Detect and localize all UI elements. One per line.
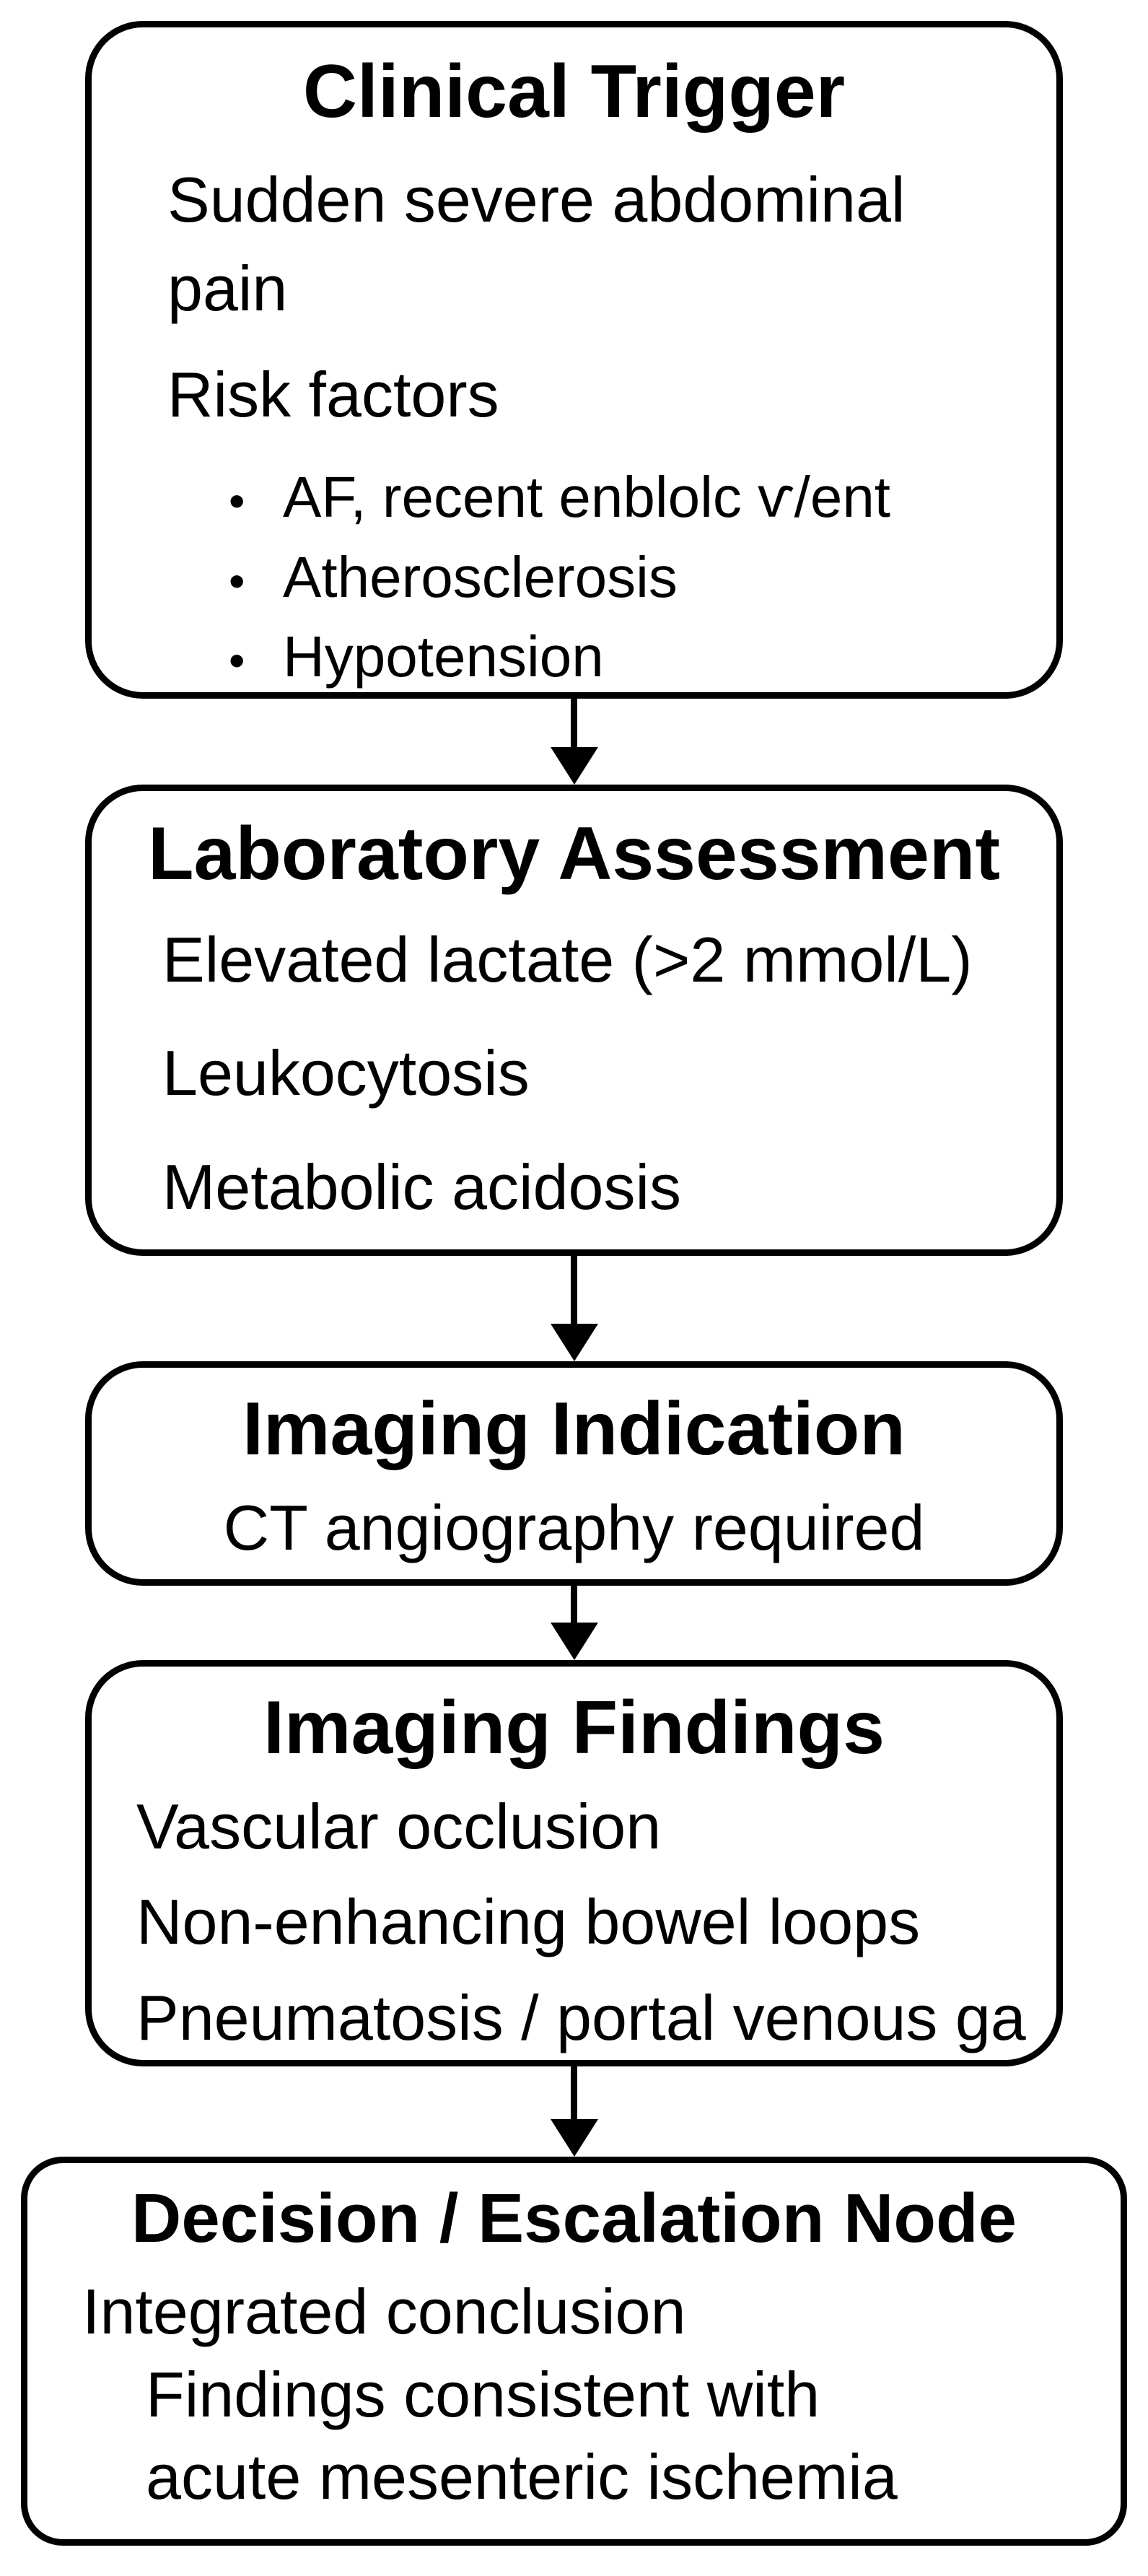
bullet-icon: • — [229, 554, 245, 607]
node-line: Integrated conclusion — [82, 2276, 686, 2348]
arrow-shaft — [571, 1256, 577, 1324]
connector-arrow-down — [545, 699, 603, 785]
node-title: Decision / Escalation Node — [131, 2180, 1017, 2257]
bullet-text: Atherosclerosis — [283, 544, 678, 609]
node-decision-escalation: Decision / Escalation Node Integrated co… — [21, 2157, 1127, 2546]
arrow-head-icon — [550, 2119, 598, 2157]
arrow-head-icon — [550, 1623, 598, 1660]
node-clinical-trigger: Clinical Trigger Sudden severe abdominal… — [85, 21, 1063, 699]
bullet-text: Hypotension — [283, 624, 604, 689]
node-line-indented: Findings consistent with — [146, 2358, 820, 2430]
risk-factor-list: • AF, recent enblolc ѵ/ent • Atheroscler… — [229, 458, 1027, 692]
bullet-text: AF, recent enblolc ѵ/ent — [283, 465, 891, 530]
node-line: Risk factors — [167, 359, 499, 431]
connector-arrow-down — [545, 1256, 603, 1361]
node-line-indented: acute mesenteric ischemia — [146, 2441, 898, 2513]
node-imaging-indication: Imaging Indication CT angiography requir… — [85, 1361, 1063, 1586]
list-item: • AF, recent enblolc ѵ/ent — [229, 458, 1027, 537]
node-line: Vascular occlusion — [136, 1790, 662, 1862]
bullet-icon: • — [229, 634, 245, 687]
connector-arrow-down — [545, 2066, 603, 2157]
node-title: Laboratory Assessment — [147, 812, 1001, 896]
node-title: Imaging Findings — [263, 1686, 885, 1770]
connector-arrow-down — [545, 1586, 603, 1660]
bullet-icon: • — [229, 475, 245, 528]
list-item: • Hypotension — [229, 617, 1027, 692]
node-laboratory-assessment: Laboratory Assessment Elevated lactate (… — [85, 785, 1063, 1256]
node-imaging-findings: Imaging Findings Vascular occlusion Non-… — [85, 1660, 1063, 2066]
node-line: CT angiography required — [223, 1491, 925, 1563]
node-title: Imaging Indication — [242, 1387, 906, 1471]
node-line: Pneumatosis / portal venous ga — [136, 1981, 1026, 2053]
node-line: Elevated lactate (>2 mmol/L) — [162, 923, 973, 995]
node-line: Leukocytosis — [162, 1037, 530, 1109]
arrow-shaft — [571, 2066, 577, 2119]
node-line: Sudden severe abdominal pain — [167, 163, 906, 324]
node-title: Clinical Trigger — [302, 50, 846, 134]
arrow-shaft — [571, 1586, 577, 1623]
node-line: Non-enhancing bowel loops — [136, 1886, 921, 1958]
arrow-head-icon — [550, 747, 598, 785]
node-line: Metabolic acidosis — [162, 1151, 681, 1223]
arrow-head-icon — [550, 1324, 598, 1361]
arrow-shaft — [571, 699, 577, 747]
list-item: • Atherosclerosis — [229, 538, 1027, 617]
